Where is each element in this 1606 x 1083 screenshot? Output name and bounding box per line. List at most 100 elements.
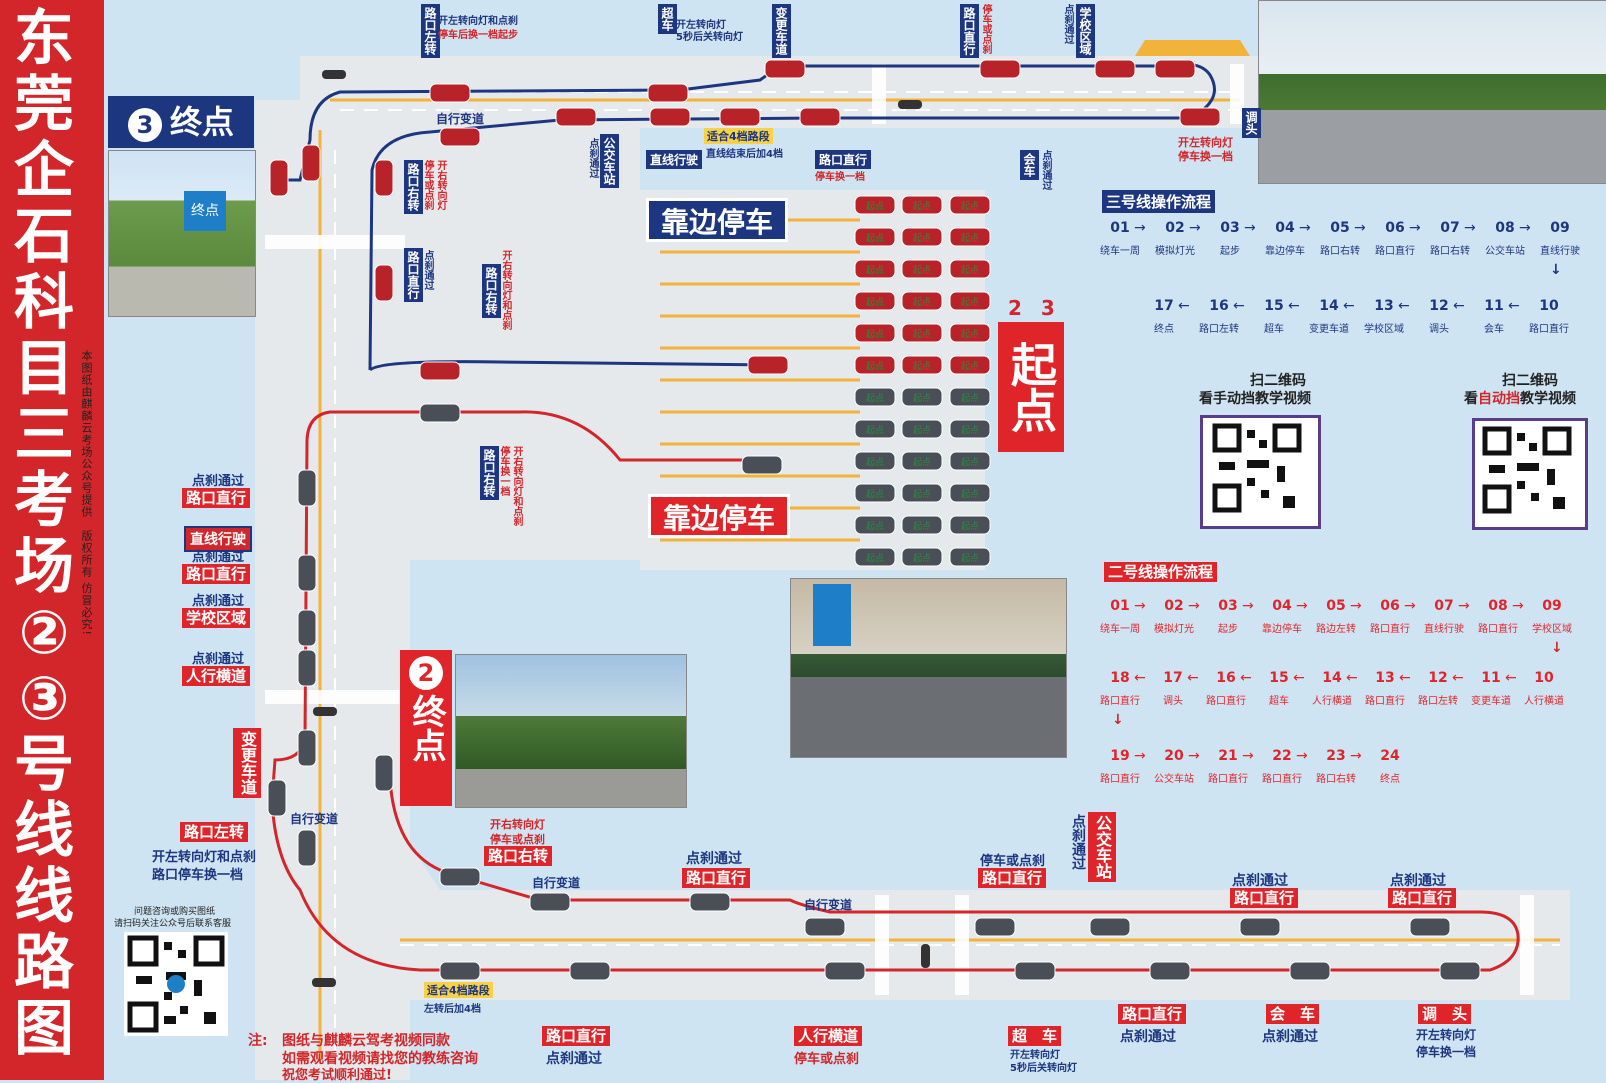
- qr-auto-pre: 看: [1464, 391, 1478, 407]
- qr-manual-line2: 看手动挡教学视频: [1199, 391, 1311, 407]
- parked-car-badge: 起点: [866, 521, 884, 532]
- step-number: 19: [1110, 748, 1130, 764]
- step-number: 24: [1380, 748, 1400, 764]
- arrow-left-icon: ←: [1187, 670, 1199, 686]
- parked-car-badge: 起点: [913, 233, 931, 244]
- step-number: 22: [1272, 748, 1292, 764]
- step-label: 终点: [1380, 774, 1400, 785]
- route-2-line: [270, 410, 1520, 972]
- route2-down-arrow-icon-2: ↓: [1112, 712, 1124, 728]
- parked-car-badge: 起点: [866, 425, 884, 436]
- step-number: 14: [1322, 670, 1342, 686]
- step-number: 05: [1330, 220, 1350, 236]
- bottom-note-8: 点刹通过: [1390, 873, 1446, 889]
- arrow-right-icon: →: [1134, 598, 1146, 614]
- step-label: 路口直行: [1529, 324, 1569, 335]
- arrow-left-icon: ←: [1508, 298, 1520, 314]
- parked-car-badge: 起点: [866, 553, 884, 564]
- parked-car-badge: 起点: [961, 329, 979, 340]
- parked-car-badge: 起点: [913, 521, 931, 532]
- route3-title: 三号线操作流程: [1102, 190, 1216, 213]
- qr-auto-icon[interactable]: [1472, 418, 1588, 530]
- left-free-lane: 自行变道: [290, 812, 339, 826]
- step-label: 会车: [1484, 324, 1504, 335]
- step-label: 路口右转: [1316, 774, 1356, 785]
- step-number: 15: [1264, 298, 1284, 314]
- step-label: 路口右转: [1430, 246, 1470, 257]
- arrow-right-icon: →: [1296, 598, 1308, 614]
- left-tag-3: 路口直行: [182, 564, 251, 584]
- step-number: 04: [1272, 598, 1292, 614]
- bottom-row-tag-1: 路口直行: [542, 1026, 611, 1046]
- route2-title: 二号线操作流程: [1104, 562, 1218, 582]
- step-label: 直线行驶: [1424, 624, 1464, 635]
- note-left-turn-top-2: 停车后换一档起步: [438, 30, 518, 41]
- step-number: 08: [1488, 598, 1508, 614]
- parked-car: [854, 259, 896, 279]
- arrow-right-icon: →: [1512, 598, 1524, 614]
- bottom-note-5: 停车或点刹: [980, 854, 1046, 869]
- step-label: 路口直行: [1375, 246, 1415, 257]
- parked-car: [901, 451, 943, 471]
- fourth-gear-top: 适合4档路段: [704, 128, 773, 144]
- left-note-4: 点刹通过: [192, 594, 245, 609]
- parked-car: [901, 227, 943, 247]
- arrow-right-icon: →: [1404, 598, 1416, 614]
- parked-car-badge: 起点: [913, 457, 931, 468]
- qr-caption-2: 请扫码关注公众号后联系客服: [114, 919, 232, 929]
- parked-car: [949, 387, 991, 407]
- step-number: 01: [1110, 598, 1130, 614]
- bottom-row-note-5: 点刹通过: [1262, 1029, 1318, 1045]
- step-number: 09: [1550, 220, 1570, 236]
- arrow-left-icon: ←: [1134, 670, 1146, 686]
- parked-car: [854, 515, 896, 535]
- start-route-numbers: 2 3: [1008, 296, 1061, 320]
- bottom-row-note-3a: 开左转向灯: [1010, 1050, 1060, 1061]
- parked-car: [854, 227, 896, 247]
- left-tag-4: 学校区域: [182, 608, 251, 628]
- parked-car-badge: 起点: [961, 457, 979, 468]
- qr-manual-icon[interactable]: [1200, 415, 1321, 529]
- end-3-label: 终点: [169, 103, 234, 141]
- parked-car: [901, 419, 943, 439]
- bottom-tag-5: 路口直行: [978, 868, 1047, 888]
- tag-left-turn-top: 路口左转: [421, 4, 440, 58]
- parked-car-badge: 起点: [961, 233, 979, 244]
- parked-car-badge: 起点: [913, 393, 931, 404]
- arrow-right-icon: →: [1519, 220, 1531, 236]
- bottom-note-3: 点刹通过: [686, 851, 742, 867]
- left-note-left-turn: 开左转向灯和点刹: [152, 850, 257, 865]
- parked-car-badge: 起点: [961, 265, 979, 276]
- step-label: 模拟灯光: [1155, 246, 1195, 257]
- parked-car: [949, 227, 991, 247]
- parked-car: [901, 547, 943, 567]
- arrow-left-icon: ←: [1178, 298, 1190, 314]
- step-number: 01: [1110, 220, 1130, 236]
- qr-manual-line1: 扫二维码: [1250, 373, 1306, 389]
- note-line-1: 图纸与麒麟云驾考视频同款: [282, 1033, 450, 1049]
- note-uturn-top: 开左转向灯: [1178, 136, 1233, 149]
- bottom-tag-3: 路口直行: [682, 868, 751, 888]
- step-label: 路口直行: [1262, 774, 1302, 785]
- note-straight-top: 停车或点刹: [980, 4, 991, 54]
- tag-straight-top-2: 路口直行: [815, 150, 872, 169]
- note-line-3: 祝您考试顺利通过!: [282, 1068, 392, 1083]
- arrow-right-icon: →: [1350, 748, 1362, 764]
- parked-car-badge: 起点: [913, 297, 931, 308]
- bottom-note-6: 点刹通过: [1070, 814, 1086, 870]
- step-label: 路口直行: [1100, 696, 1140, 707]
- qr-code-icon[interactable]: [124, 932, 228, 1036]
- step-number: 20: [1164, 748, 1184, 764]
- note-bus-top: 点刹通过: [587, 138, 598, 178]
- parked-car: [901, 291, 943, 311]
- note-right-turn-mid: 开右转向灯和点刹: [500, 250, 511, 330]
- step-label: 模拟灯光: [1154, 624, 1194, 635]
- parked-car: [854, 387, 896, 407]
- tag-straight-left: 路口直行: [404, 248, 423, 302]
- parking-access: [410, 128, 640, 560]
- arrow-left-icon: ←: [1346, 670, 1358, 686]
